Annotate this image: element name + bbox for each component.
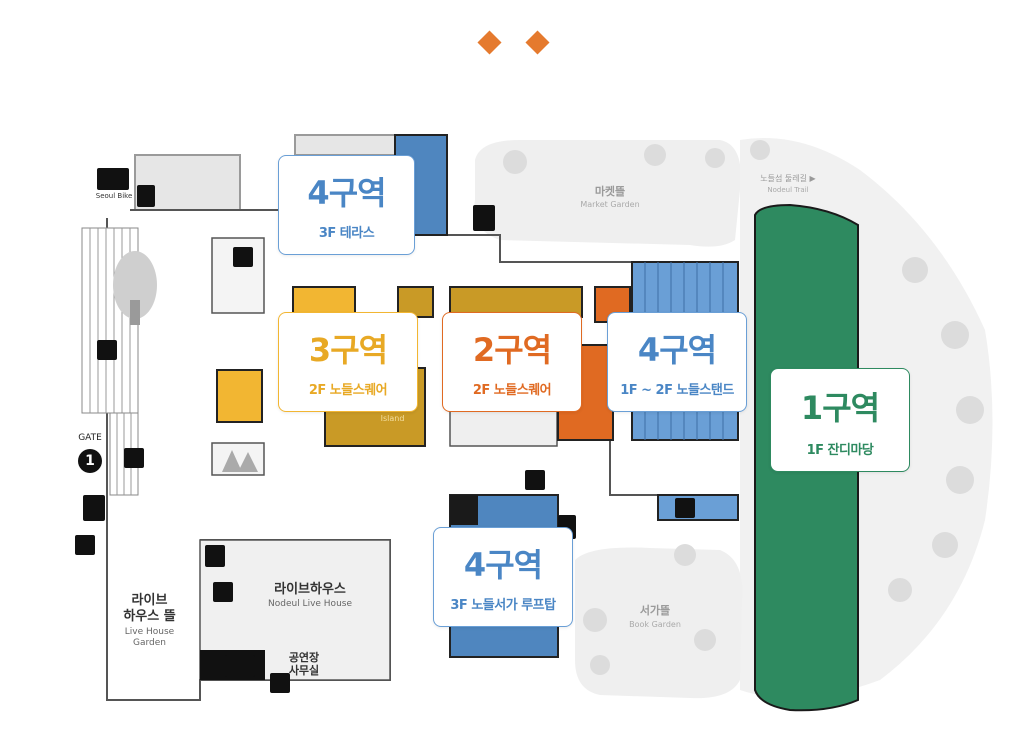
restroom-icon	[225, 655, 255, 677]
zone-card-3[interactable]: 3구역 2F 노들스퀘어	[278, 312, 418, 412]
elevator-icon	[137, 185, 155, 207]
escalator-icon	[270, 673, 290, 693]
book-garden-en: Book Garden	[629, 620, 681, 629]
escalator-icon	[213, 582, 233, 602]
escalator-icon	[675, 498, 695, 518]
zone-title: 4구역	[637, 331, 717, 369]
island-label: Island	[380, 414, 405, 423]
elevator-icon	[83, 495, 105, 521]
nodeul-trail-ko: 노들섬 둘레길 ▶	[760, 174, 816, 183]
gate-1-marker: 1	[78, 449, 102, 473]
office-label-1: 공연장	[288, 651, 320, 664]
live-house-garden-en-2: Garden	[133, 638, 166, 648]
zone-title: 2구역	[472, 331, 552, 369]
seoul-bike-label: Seoul Bike	[95, 192, 133, 200]
elevator-icon	[473, 205, 495, 231]
zone-title: 1구역	[800, 389, 880, 427]
live-house-en: Nodeul Live House	[268, 599, 352, 609]
zone-subtitle: 3F 노들서가 루프탑	[450, 598, 556, 613]
zone-card-4-rooftop[interactable]: 4구역 3F 노들서가 루프탑	[433, 527, 573, 627]
live-house-garden-en-1: Live House	[124, 627, 175, 637]
market-garden-area	[474, 140, 741, 247]
zone-card-4-stand[interactable]: 4구역 1F ~ 2F 노들스탠드	[607, 312, 747, 412]
escalator-icon	[97, 340, 117, 360]
live-house-garden-ko-2: 하우스 뜰	[123, 609, 176, 624]
zone-title: 4구역	[463, 546, 543, 584]
market-garden-ko: 마켓뜰	[594, 185, 626, 198]
live-house-ko: 라이브하우스	[274, 582, 346, 597]
zone-subtitle: 1F 잔디마당	[806, 443, 874, 458]
zone-subtitle: 2F 노들스퀘어	[472, 383, 552, 398]
escalator-icon	[124, 448, 144, 468]
zone-card-2[interactable]: 2구역 2F 노들스퀘어	[442, 312, 582, 412]
escalator-icon	[233, 247, 253, 267]
escalator-icon	[75, 535, 95, 555]
elevator-icon	[205, 545, 225, 567]
book-garden-ko: 서가뜰	[639, 604, 671, 617]
live-house-garden-ko-1: 라이브	[131, 593, 168, 608]
book-garden-area	[575, 547, 743, 699]
zone-card-1[interactable]: 1구역 1F 잔디마당	[770, 368, 910, 472]
zone-subtitle: 2F 노들스퀘어	[308, 383, 388, 398]
market-garden-en: Market Garden	[580, 200, 640, 209]
zone-subtitle: 1F ~ 2F 노들스탠드	[620, 383, 734, 398]
office-label-2: 사무실	[288, 664, 320, 677]
zone-title: 4구역	[307, 174, 386, 212]
zone-title: 3구역	[308, 331, 388, 369]
escalator-icon	[525, 470, 545, 490]
zone-card-4-terrace[interactable]: 4구역 3F 테라스	[278, 155, 415, 255]
bike-icon	[97, 168, 129, 190]
zone-subtitle: 3F 테라스	[318, 226, 375, 241]
nodeul-trail-en: Nodeul Trail	[767, 186, 809, 194]
gate-label: GATE	[78, 433, 102, 443]
